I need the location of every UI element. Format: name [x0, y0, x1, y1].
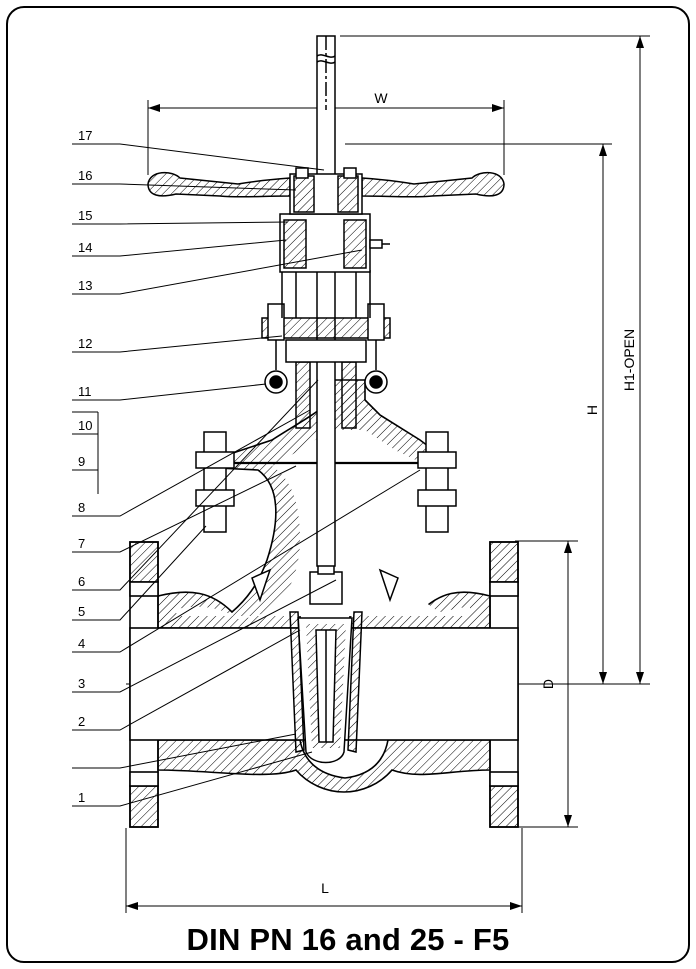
part-label-13: 13: [78, 278, 92, 293]
part-number-labels: 17 16 15 14 13 12 11 10 9 8 7 6 5 4 3 2 …: [78, 128, 92, 805]
drawing-caption: DIN PN 16 and 25 - F5: [186, 922, 510, 957]
part-label-9: 9: [78, 454, 85, 469]
part-label-8: 8: [78, 500, 85, 515]
part-label-15: 15: [78, 208, 92, 223]
dimension-arrowheads: [126, 36, 644, 910]
part-label-16: 16: [78, 168, 92, 183]
part-label-2: 2: [78, 714, 85, 729]
part-label-1: 1: [78, 790, 85, 805]
part-label-12: 12: [78, 336, 92, 351]
part-label-17: 17: [78, 128, 92, 143]
dimension-label-l: L: [321, 880, 329, 896]
valve-internals: [147, 35, 505, 764]
drawing-frame: [6, 6, 690, 963]
part-label-6: 6: [78, 574, 85, 589]
part-label-7: 7: [78, 536, 85, 551]
dimension-label-h1-open: H1-OPEN: [621, 329, 637, 391]
dimension-label-h: H: [584, 405, 600, 415]
dimension-label-d: D: [540, 679, 556, 689]
part-label-5: 5: [78, 604, 85, 619]
part-label-4: 4: [78, 636, 85, 651]
part-label-10: 10: [78, 418, 92, 433]
leader-lines: [72, 143, 421, 807]
part-label-3: 3: [78, 676, 85, 691]
part-label-11: 11: [78, 384, 92, 399]
part-label-14: 14: [78, 240, 92, 255]
dimension-lines: [125, 35, 650, 913]
dimension-label-w: W: [374, 90, 388, 106]
